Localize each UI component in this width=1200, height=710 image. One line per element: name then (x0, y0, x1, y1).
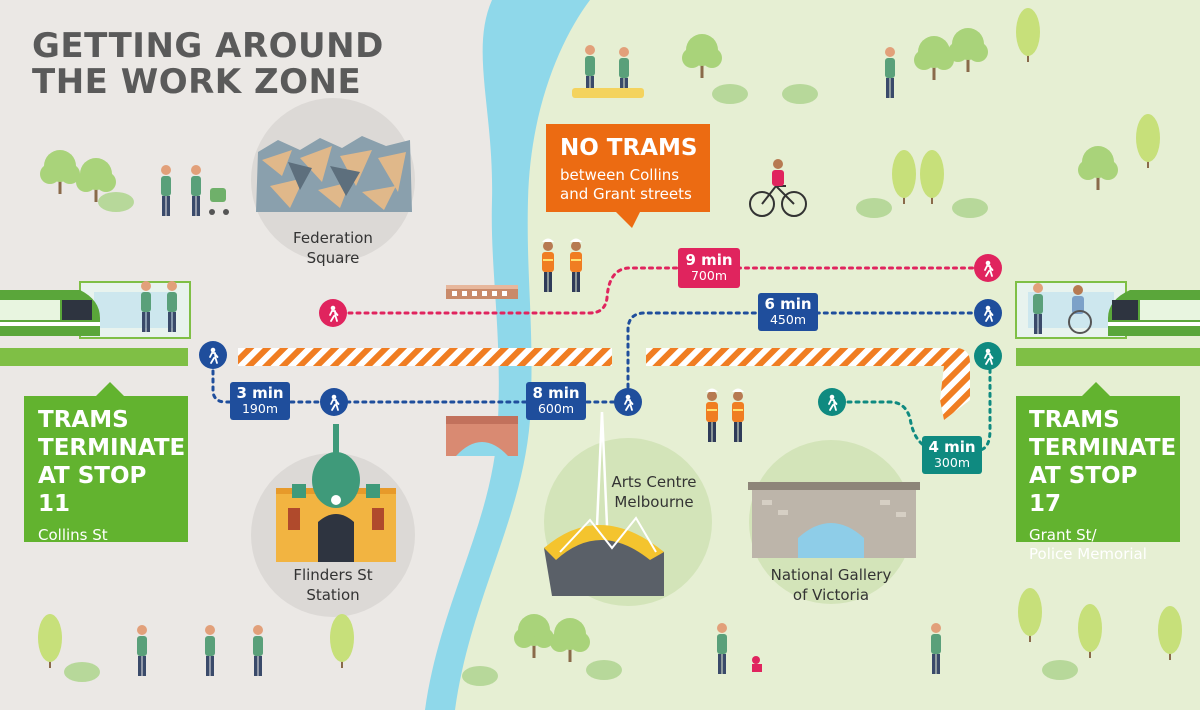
route-teal-badge (922, 436, 982, 474)
route-blue-west-a-badge (230, 382, 290, 420)
route-blue-east-time: 6 min (764, 295, 812, 313)
no-trams-heading: NO TRAMS (560, 135, 698, 161)
tram-track-west (0, 348, 188, 366)
wheelchair-user-icon (1068, 285, 1092, 334)
pedestrian-icon (974, 299, 1002, 327)
pedestrian-icon (320, 388, 348, 416)
bridge-south (446, 416, 518, 456)
route-pink-badge (678, 248, 740, 288)
route-pink-path (331, 266, 990, 315)
route-blue-west-b-label: 8 min 600m (526, 385, 586, 416)
route-blue-east-badge (758, 293, 818, 331)
terminate-west-line-3: AT STOP 11 (38, 463, 147, 517)
flinders-station-icon (276, 424, 396, 562)
no-trams-box (546, 124, 710, 212)
pedestrian-icon (614, 388, 642, 416)
route-teal-label: 4 min 300m (922, 439, 982, 470)
tram-east-icon (1015, 281, 1200, 339)
ngv-icon (748, 482, 920, 558)
pedestrian-icon (974, 254, 1002, 282)
terminate-east-box (1016, 396, 1180, 542)
terminate-west-box (24, 396, 188, 542)
flinders-label-line-1: Flinders St (293, 566, 373, 584)
works-zone-east (646, 348, 970, 420)
terminate-east-line-1: TRAMS (1029, 407, 1120, 433)
pedestrian-icon (319, 299, 347, 327)
no-trams-line-2: and Grant streets (560, 185, 692, 203)
pedestrian-icon (199, 341, 227, 369)
terminate-east-street-1: Grant St/ (1029, 526, 1097, 544)
route-blue-east-distance: 450m (769, 312, 807, 327)
federation-label-line-2: Square (306, 249, 360, 267)
route-blue-west-a-label: 3 min 190m (230, 385, 290, 416)
ngv-label-line-1: National Gallery (770, 566, 892, 584)
federation-label-line-1: Federation (293, 229, 373, 247)
picnic-blanket (572, 88, 644, 98)
arts-label-line-1: Arts Centre (611, 473, 697, 491)
route-teal-time: 4 min (928, 438, 976, 456)
arts-label-line-2: Melbourne (614, 493, 694, 511)
federation-square-label: Federation Square (263, 228, 403, 268)
route-pink-label: 9 min 700m (678, 252, 740, 283)
bridge-north (446, 285, 518, 299)
stroller-icon (209, 188, 229, 215)
route-blue-west-a-time: 3 min (236, 384, 284, 402)
route-blue-west-b-badge (526, 382, 586, 420)
flinders-label-line-2: Station (306, 586, 360, 604)
pedestrian-icon (818, 388, 846, 416)
terminate-east-callout: TRAMS TERMINATE AT STOP 17 Grant St/ Pol… (1029, 406, 1177, 564)
ngv-label-line-2: of Victoria (792, 586, 870, 604)
route-pink-time: 9 min (685, 251, 733, 269)
terminate-west-line-1: TRAMS (38, 407, 129, 433)
federation-square-icon (256, 136, 412, 212)
map-title: GETTING AROUND THE WORK ZONE (32, 28, 384, 100)
terminate-west-street: Collins St (38, 526, 108, 544)
route-blue-west-a-distance: 190m (241, 401, 279, 416)
title-line-2: THE WORK ZONE (32, 62, 362, 102)
terminate-east-line-3: AT STOP 17 (1029, 463, 1138, 517)
ngv-label: National Gallery of Victoria (756, 565, 906, 605)
cyclist-icon (749, 159, 807, 217)
arts-centre-icon (544, 411, 664, 596)
no-trams-callout: NO TRAMS between Collins and Grant stree… (560, 134, 706, 204)
tram-track-east (1016, 348, 1200, 366)
title-line-1: GETTING AROUND (32, 26, 384, 66)
terminate-east-line-2: TERMINATE (1029, 435, 1177, 461)
route-blue-east-label: 6 min 450m (758, 296, 818, 327)
pedestrian-icon (974, 342, 1002, 370)
route-teal-distance: 300m (933, 455, 971, 470)
route-blue-west-b-distance: 600m (537, 401, 575, 416)
terminate-east-street-2: Police Memorial (1029, 545, 1147, 563)
route-blue-west-b-time: 8 min (532, 384, 580, 402)
scooter-icon (752, 656, 762, 672)
no-trams-line-1: between Collins (560, 166, 680, 184)
tram-west-icon (0, 281, 191, 339)
flinders-station-label: Flinders St Station (263, 565, 403, 605)
route-pink-distance: 700m (690, 268, 728, 283)
terminate-west-callout: TRAMS TERMINATE AT STOP 11 Collins St (38, 406, 186, 545)
terminate-west-line-2: TERMINATE (38, 435, 186, 461)
arts-centre-label: Arts Centre Melbourne (584, 472, 724, 512)
works-zone-west (238, 348, 612, 366)
